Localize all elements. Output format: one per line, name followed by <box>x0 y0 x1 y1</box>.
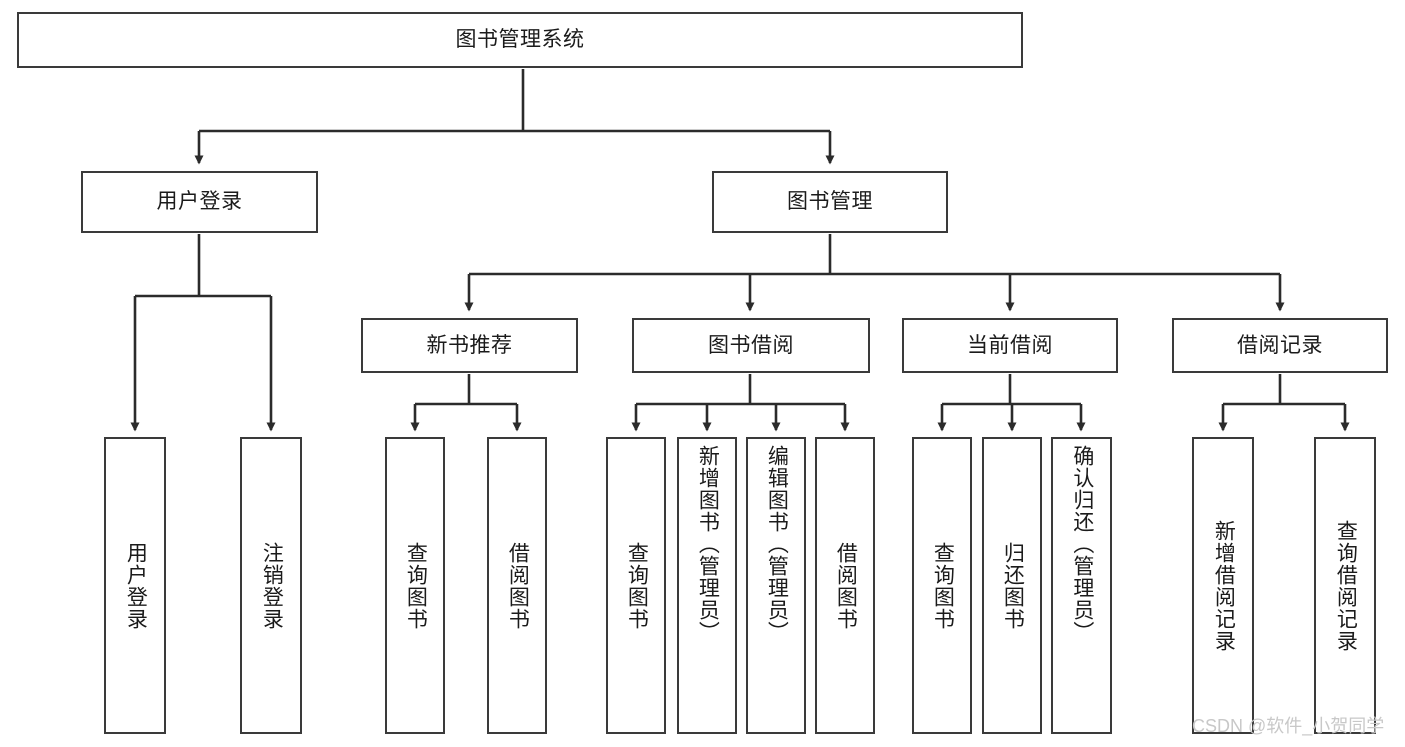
node-label: 查询借阅记录 <box>1334 519 1358 652</box>
node-book-management[interactable]: 图书管理 <box>712 171 948 233</box>
node-root-library-system[interactable]: 图书管理系统 <box>17 12 1023 68</box>
node-label: 图书管理 <box>787 190 873 214</box>
node-new-book-recommend[interactable]: 新书推荐 <box>361 318 578 373</box>
node-label: 借阅图书 <box>506 541 530 630</box>
node-label: 用户登录 <box>156 190 243 214</box>
csdn-watermark: CSDN @软件_小贺同学 <box>1192 716 1385 736</box>
node-label: 新增图书（管理员） <box>696 445 720 643</box>
node-label: 借阅记录 <box>1237 333 1323 357</box>
leaf-query-books-borrow[interactable]: 查询图书 <box>606 437 666 734</box>
leaf-add-book-admin[interactable]: 新增图书（管理员） <box>677 437 737 734</box>
leaf-confirm-return-admin[interactable]: 确认归还（管理员） <box>1051 437 1112 734</box>
leaf-user-login[interactable]: 用户登录 <box>104 437 166 734</box>
node-label: 图书借阅 <box>708 333 794 357</box>
node-label: 查询图书 <box>931 541 955 630</box>
node-borrow-record[interactable]: 借阅记录 <box>1172 318 1388 373</box>
leaf-return-books[interactable]: 归还图书 <box>982 437 1042 734</box>
leaf-query-books-current[interactable]: 查询图书 <box>912 437 972 734</box>
leaf-query-borrow-record[interactable]: 查询借阅记录 <box>1314 437 1376 734</box>
node-label: 借阅图书 <box>834 541 858 630</box>
node-current-borrow[interactable]: 当前借阅 <box>902 318 1118 373</box>
leaf-edit-book-admin[interactable]: 编辑图书（管理员） <box>746 437 806 734</box>
node-label: 归还图书 <box>1001 541 1025 630</box>
node-label: 新增借阅记录 <box>1212 519 1236 652</box>
node-label: 图书管理系统 <box>455 28 585 52</box>
leaf-query-books-recommend[interactable]: 查询图书 <box>385 437 445 734</box>
node-label: 查询图书 <box>404 541 428 630</box>
leaf-user-logout[interactable]: 注销登录 <box>240 437 302 734</box>
node-label: 用户登录 <box>124 541 148 630</box>
leaf-add-borrow-record[interactable]: 新增借阅记录 <box>1192 437 1254 734</box>
node-label: 编辑图书（管理员） <box>765 445 789 643</box>
node-label: 新书推荐 <box>426 333 513 357</box>
node-label: 查询图书 <box>625 541 649 630</box>
node-label: 确认归还（管理员） <box>1070 445 1094 643</box>
node-user-login[interactable]: 用户登录 <box>81 171 318 233</box>
node-label: 注销登录 <box>260 541 284 630</box>
node-book-borrow[interactable]: 图书借阅 <box>632 318 870 373</box>
node-label: 当前借阅 <box>967 333 1053 357</box>
leaf-borrow-books-borrow[interactable]: 借阅图书 <box>815 437 875 734</box>
leaf-borrow-books-recommend[interactable]: 借阅图书 <box>487 437 547 734</box>
